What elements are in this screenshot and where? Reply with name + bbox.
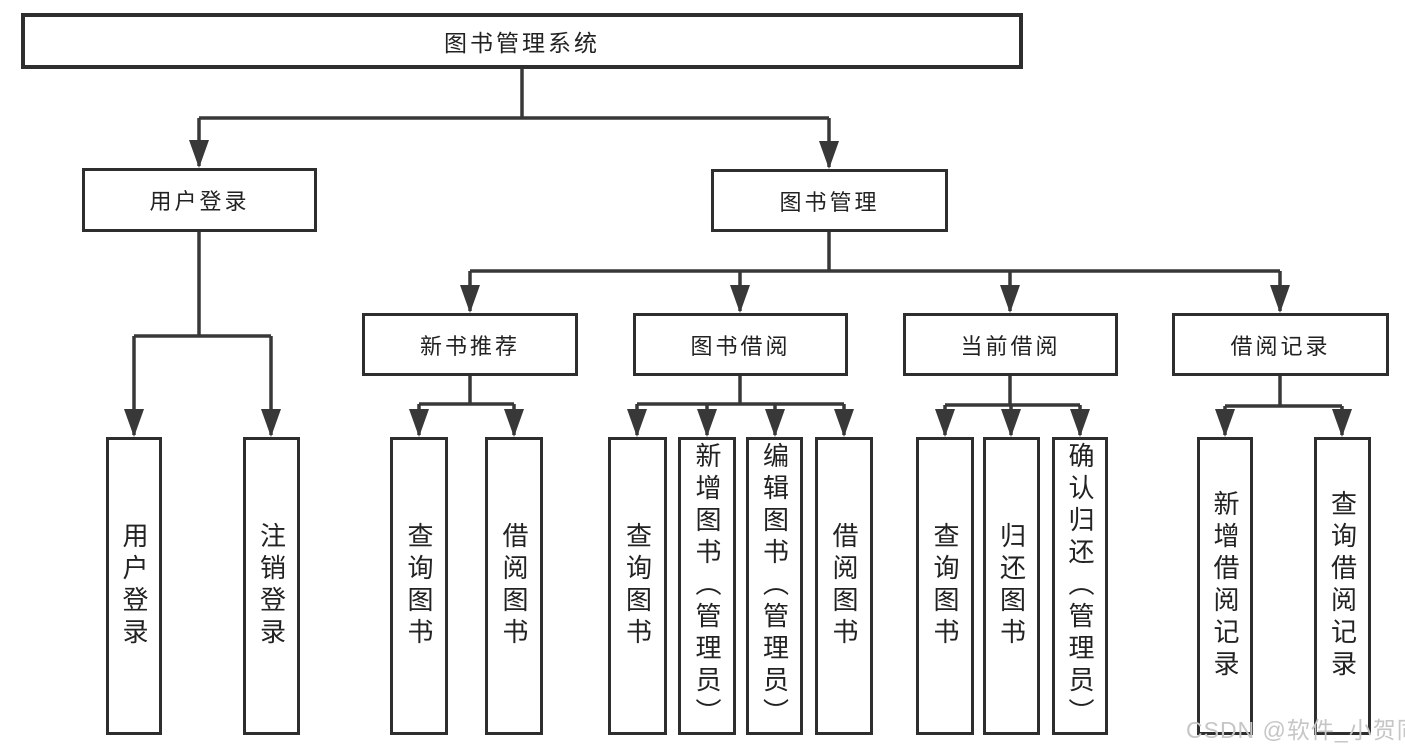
connector-bookmgmt-to-level3 <box>468 232 1282 311</box>
node-leaf-add-borrow-record: 新增借阅记录 <box>1197 437 1253 735</box>
arrowhead-icon <box>627 409 647 437</box>
node-leaf-confirm-return-admin-label: 确认归还（管理员） <box>1065 442 1095 730</box>
arrowhead-icon <box>935 409 955 437</box>
node-leaf-query-books-1-label: 查询图书 <box>404 522 434 650</box>
connector-userlogin-to-children <box>132 232 273 435</box>
arrowhead-icon <box>1270 285 1290 313</box>
node-current-borrowing-label: 当前借阅 <box>960 333 1061 359</box>
connector-borrow-to-children <box>635 376 846 435</box>
node-leaf-confirm-return-admin: 确认归还（管理员） <box>1052 437 1108 735</box>
arrowhead-icon <box>261 409 281 437</box>
node-leaf-add-books-admin-label: 新增图书（管理员） <box>692 442 722 730</box>
node-book-management: 图书管理 <box>711 169 948 232</box>
node-book-management-label: 图书管理 <box>779 189 880 215</box>
connector-records-to-children <box>1223 376 1344 435</box>
node-leaf-edit-books-admin-label: 编辑图书（管理员） <box>759 442 790 730</box>
node-root-label: 图书管理系统 <box>444 30 600 56</box>
node-leaf-return-books: 归还图书 <box>983 437 1040 735</box>
node-leaf-borrow-books-2-label: 借阅图书 <box>829 522 859 650</box>
arrowhead-icon <box>1215 409 1235 437</box>
node-leaf-borrow-books-1-label: 借阅图书 <box>499 522 529 650</box>
node-current-borrowing: 当前借阅 <box>903 313 1118 376</box>
node-leaf-return-books-label: 归还图书 <box>996 522 1027 650</box>
node-user-login-label: 用户登录 <box>149 189 250 214</box>
arrowhead-icon <box>1001 409 1021 437</box>
node-user-login: 用户登录 <box>82 168 317 232</box>
arrowhead-icon <box>124 409 144 437</box>
arrowhead-icon <box>765 409 785 437</box>
node-leaf-add-borrow-record-label: 新增借阅记录 <box>1210 490 1240 682</box>
connector-newbook-to-children <box>417 376 516 435</box>
arrowhead-icon <box>1000 285 1020 313</box>
node-leaf-logout: 注销登录 <box>243 437 300 735</box>
arrowhead-icon <box>504 409 524 437</box>
arrowhead-icon <box>819 141 839 169</box>
node-borrow-records-label: 借阅记录 <box>1230 333 1331 359</box>
node-leaf-user-login-label: 用户登录 <box>119 522 149 650</box>
node-new-book-recommend-label: 新书推荐 <box>419 333 520 359</box>
node-leaf-query-books-3-label: 查询图书 <box>930 522 960 650</box>
arrowhead-icon <box>730 285 750 313</box>
node-leaf-borrow-books-2: 借阅图书 <box>815 437 873 735</box>
arrowhead-icon <box>1332 409 1352 437</box>
node-book-borrowing-label: 图书借阅 <box>690 333 791 359</box>
node-book-borrowing: 图书借阅 <box>633 313 848 376</box>
node-leaf-query-books-2-label: 查询图书 <box>622 522 653 650</box>
node-leaf-edit-books-admin: 编辑图书（管理员） <box>746 437 803 735</box>
arrowhead-icon <box>1070 409 1090 437</box>
arrowhead-icon <box>834 409 854 437</box>
node-leaf-borrow-books-1: 借阅图书 <box>485 437 543 735</box>
arrowhead-icon <box>460 285 480 313</box>
node-leaf-query-books-2: 查询图书 <box>608 437 667 735</box>
node-root: 图书管理系统 <box>21 13 1023 69</box>
node-leaf-query-books-3: 查询图书 <box>916 437 974 735</box>
arrowhead-icon <box>409 409 429 437</box>
node-leaf-user-login: 用户登录 <box>106 437 162 735</box>
node-leaf-query-borrow-record: 查询借阅记录 <box>1314 437 1371 735</box>
arrowhead-icon <box>189 140 209 168</box>
node-leaf-query-borrow-record-label: 查询借阅记录 <box>1327 490 1358 682</box>
node-leaf-logout-label: 注销登录 <box>256 522 287 650</box>
connector-root-to-level2 <box>197 69 831 167</box>
node-borrow-records: 借阅记录 <box>1172 313 1389 376</box>
node-leaf-add-books-admin: 新增图书（管理员） <box>678 437 736 735</box>
csdn-watermark: CSDN @软件_小贺同学 <box>1186 717 1405 743</box>
node-new-book-recommend: 新书推荐 <box>362 313 578 376</box>
arrowhead-icon <box>697 409 717 437</box>
node-leaf-query-books-1: 查询图书 <box>390 437 448 735</box>
